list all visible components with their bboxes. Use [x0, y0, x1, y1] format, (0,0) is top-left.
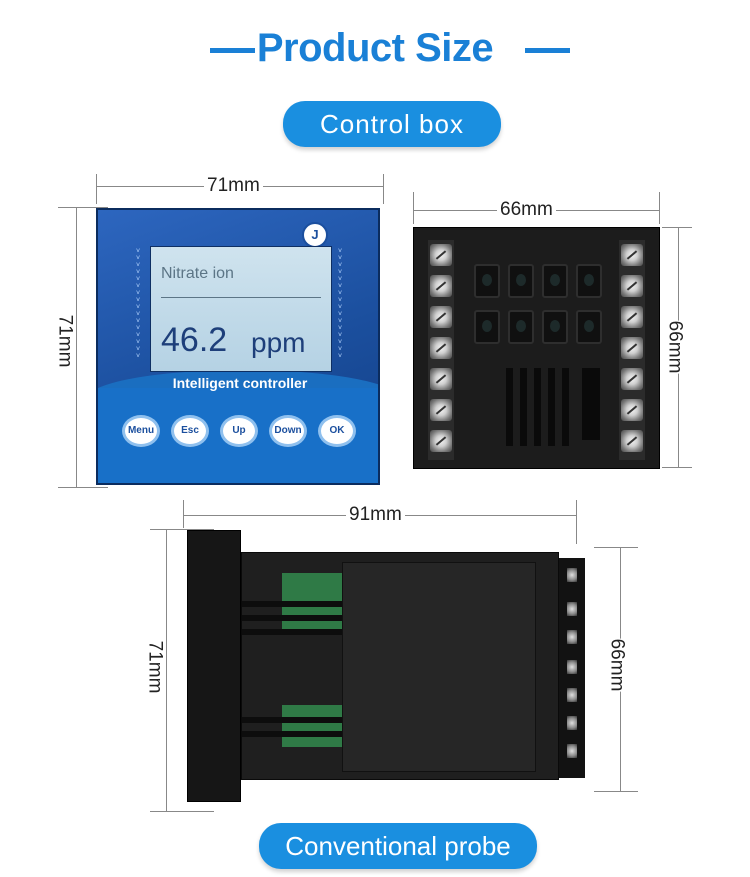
- back-height-tick-top: [662, 227, 692, 228]
- housing-grille: [242, 731, 342, 737]
- page-title: Product Size: [256, 26, 494, 70]
- back-width-tick-right: [659, 192, 660, 224]
- controller-front-panel: J ˅ ˅ ˅ ˅ ˅ ˅ ˅ ˅ ˅ ˅ ˅ ˅ ˅ ˅ ˅ ˅ ˅ ˅ ˅ …: [96, 208, 380, 485]
- display-unit: ppm: [251, 327, 306, 358]
- chevron-decoration-right: ˅ ˅ ˅ ˅ ˅ ˅ ˅ ˅ ˅ ˅ ˅ ˅ ˅ ˅ ˅ ˅: [338, 248, 343, 360]
- brand-text: Intelligent controller: [172, 375, 308, 391]
- ok-button[interactable]: OK: [318, 415, 356, 447]
- back-width-tick-left: [413, 192, 414, 224]
- terminal-screw-icon: [430, 399, 452, 421]
- terminal-screw-icon: [621, 306, 643, 328]
- front-bezel-edge: [187, 530, 241, 802]
- vent-slot: [562, 368, 569, 446]
- connector-slot: [508, 264, 534, 298]
- terminal-screw-icon: [567, 602, 577, 616]
- housing-cover: [342, 562, 536, 772]
- terminal-screw-icon: [567, 716, 577, 730]
- page-header: Product Size: [0, 26, 750, 76]
- terminal-screw-icon: [621, 368, 643, 390]
- terminal-screw-icon: [567, 688, 577, 702]
- conventional-probe-label: Conventional probe: [259, 823, 537, 869]
- connector-slot: [542, 310, 568, 344]
- terminal-screw-icon: [567, 660, 577, 674]
- terminal-screw-icon: [621, 399, 643, 421]
- controller-back-view: [413, 227, 660, 469]
- vent-slot: [582, 368, 600, 440]
- side-length-tick-left: [183, 500, 184, 528]
- housing-grille: [242, 629, 342, 635]
- terminal-screw-icon: [430, 430, 452, 452]
- display-divider: [161, 297, 321, 298]
- back-height-label: 66mm: [663, 320, 686, 374]
- terminal-screw-icon: [567, 568, 577, 582]
- side-depth-label: 66mm: [605, 638, 628, 692]
- side-length-tick-right: [576, 500, 577, 544]
- vent-slot: [520, 368, 527, 446]
- back-width-label: 66mm: [497, 199, 556, 221]
- connector-slot: [474, 310, 500, 344]
- connector-slot: [576, 264, 602, 298]
- brand-logo-icon: J: [302, 222, 328, 248]
- terminal-screw-icon: [567, 630, 577, 644]
- front-width-tick-right: [383, 174, 384, 204]
- title-right-rule: [525, 48, 570, 53]
- side-depth-tick-bottom: [594, 791, 638, 792]
- controller-side-view: [187, 530, 585, 802]
- terminal-screw-icon: [430, 368, 452, 390]
- side-height-line: [166, 529, 167, 811]
- housing-grille: [242, 601, 342, 607]
- terminal-screw-icon: [621, 244, 643, 266]
- terminal-screw-icon: [430, 337, 452, 359]
- terminal-screw-icon: [430, 244, 452, 266]
- down-button[interactable]: Down: [269, 415, 307, 447]
- lcd-display: Nitrate ion 46.2 ppm: [150, 246, 332, 372]
- connector-slot: [474, 264, 500, 298]
- front-height-line: [76, 207, 77, 487]
- terminal-screw-icon: [621, 275, 643, 297]
- terminal-screw-icon: [567, 744, 577, 758]
- connector-slot: [508, 310, 534, 344]
- display-parameter-label: Nitrate ion: [161, 265, 234, 282]
- front-width-tick-left: [96, 174, 97, 204]
- terminal-screw-icon: [621, 430, 643, 452]
- control-box-label: Control box: [283, 101, 501, 147]
- housing-grille: [242, 615, 342, 621]
- front-height-tick-top: [58, 207, 108, 208]
- side-height-tick-top: [150, 529, 214, 530]
- side-depth-tick-top: [594, 547, 638, 548]
- terminal-screw-icon: [430, 275, 452, 297]
- front-height-label: 71mm: [53, 314, 76, 368]
- back-height-tick-bottom: [662, 467, 692, 468]
- front-height-tick-bottom: [58, 487, 108, 488]
- vent-slot: [548, 368, 555, 446]
- connector-slot: [542, 264, 568, 298]
- chevron-decoration-left: ˅ ˅ ˅ ˅ ˅ ˅ ˅ ˅ ˅ ˅ ˅ ˅ ˅ ˅ ˅ ˅: [136, 248, 141, 360]
- side-length-label: 91mm: [346, 504, 405, 526]
- housing-grille: [242, 717, 342, 723]
- terminal-screw-icon: [430, 306, 452, 328]
- terminal-screw-icon: [621, 337, 643, 359]
- vent-slot: [534, 368, 541, 446]
- side-height-label: 71mm: [143, 640, 166, 694]
- menu-button[interactable]: Menu: [122, 415, 160, 447]
- vent-slot: [506, 368, 513, 446]
- side-height-tick-bottom: [150, 811, 214, 812]
- connector-slot: [576, 310, 602, 344]
- display-reading: 46.2: [161, 321, 228, 359]
- up-button[interactable]: Up: [220, 415, 258, 447]
- esc-button[interactable]: Esc: [171, 415, 209, 447]
- title-left-rule: [210, 48, 255, 53]
- front-width-label: 71mm: [204, 175, 263, 197]
